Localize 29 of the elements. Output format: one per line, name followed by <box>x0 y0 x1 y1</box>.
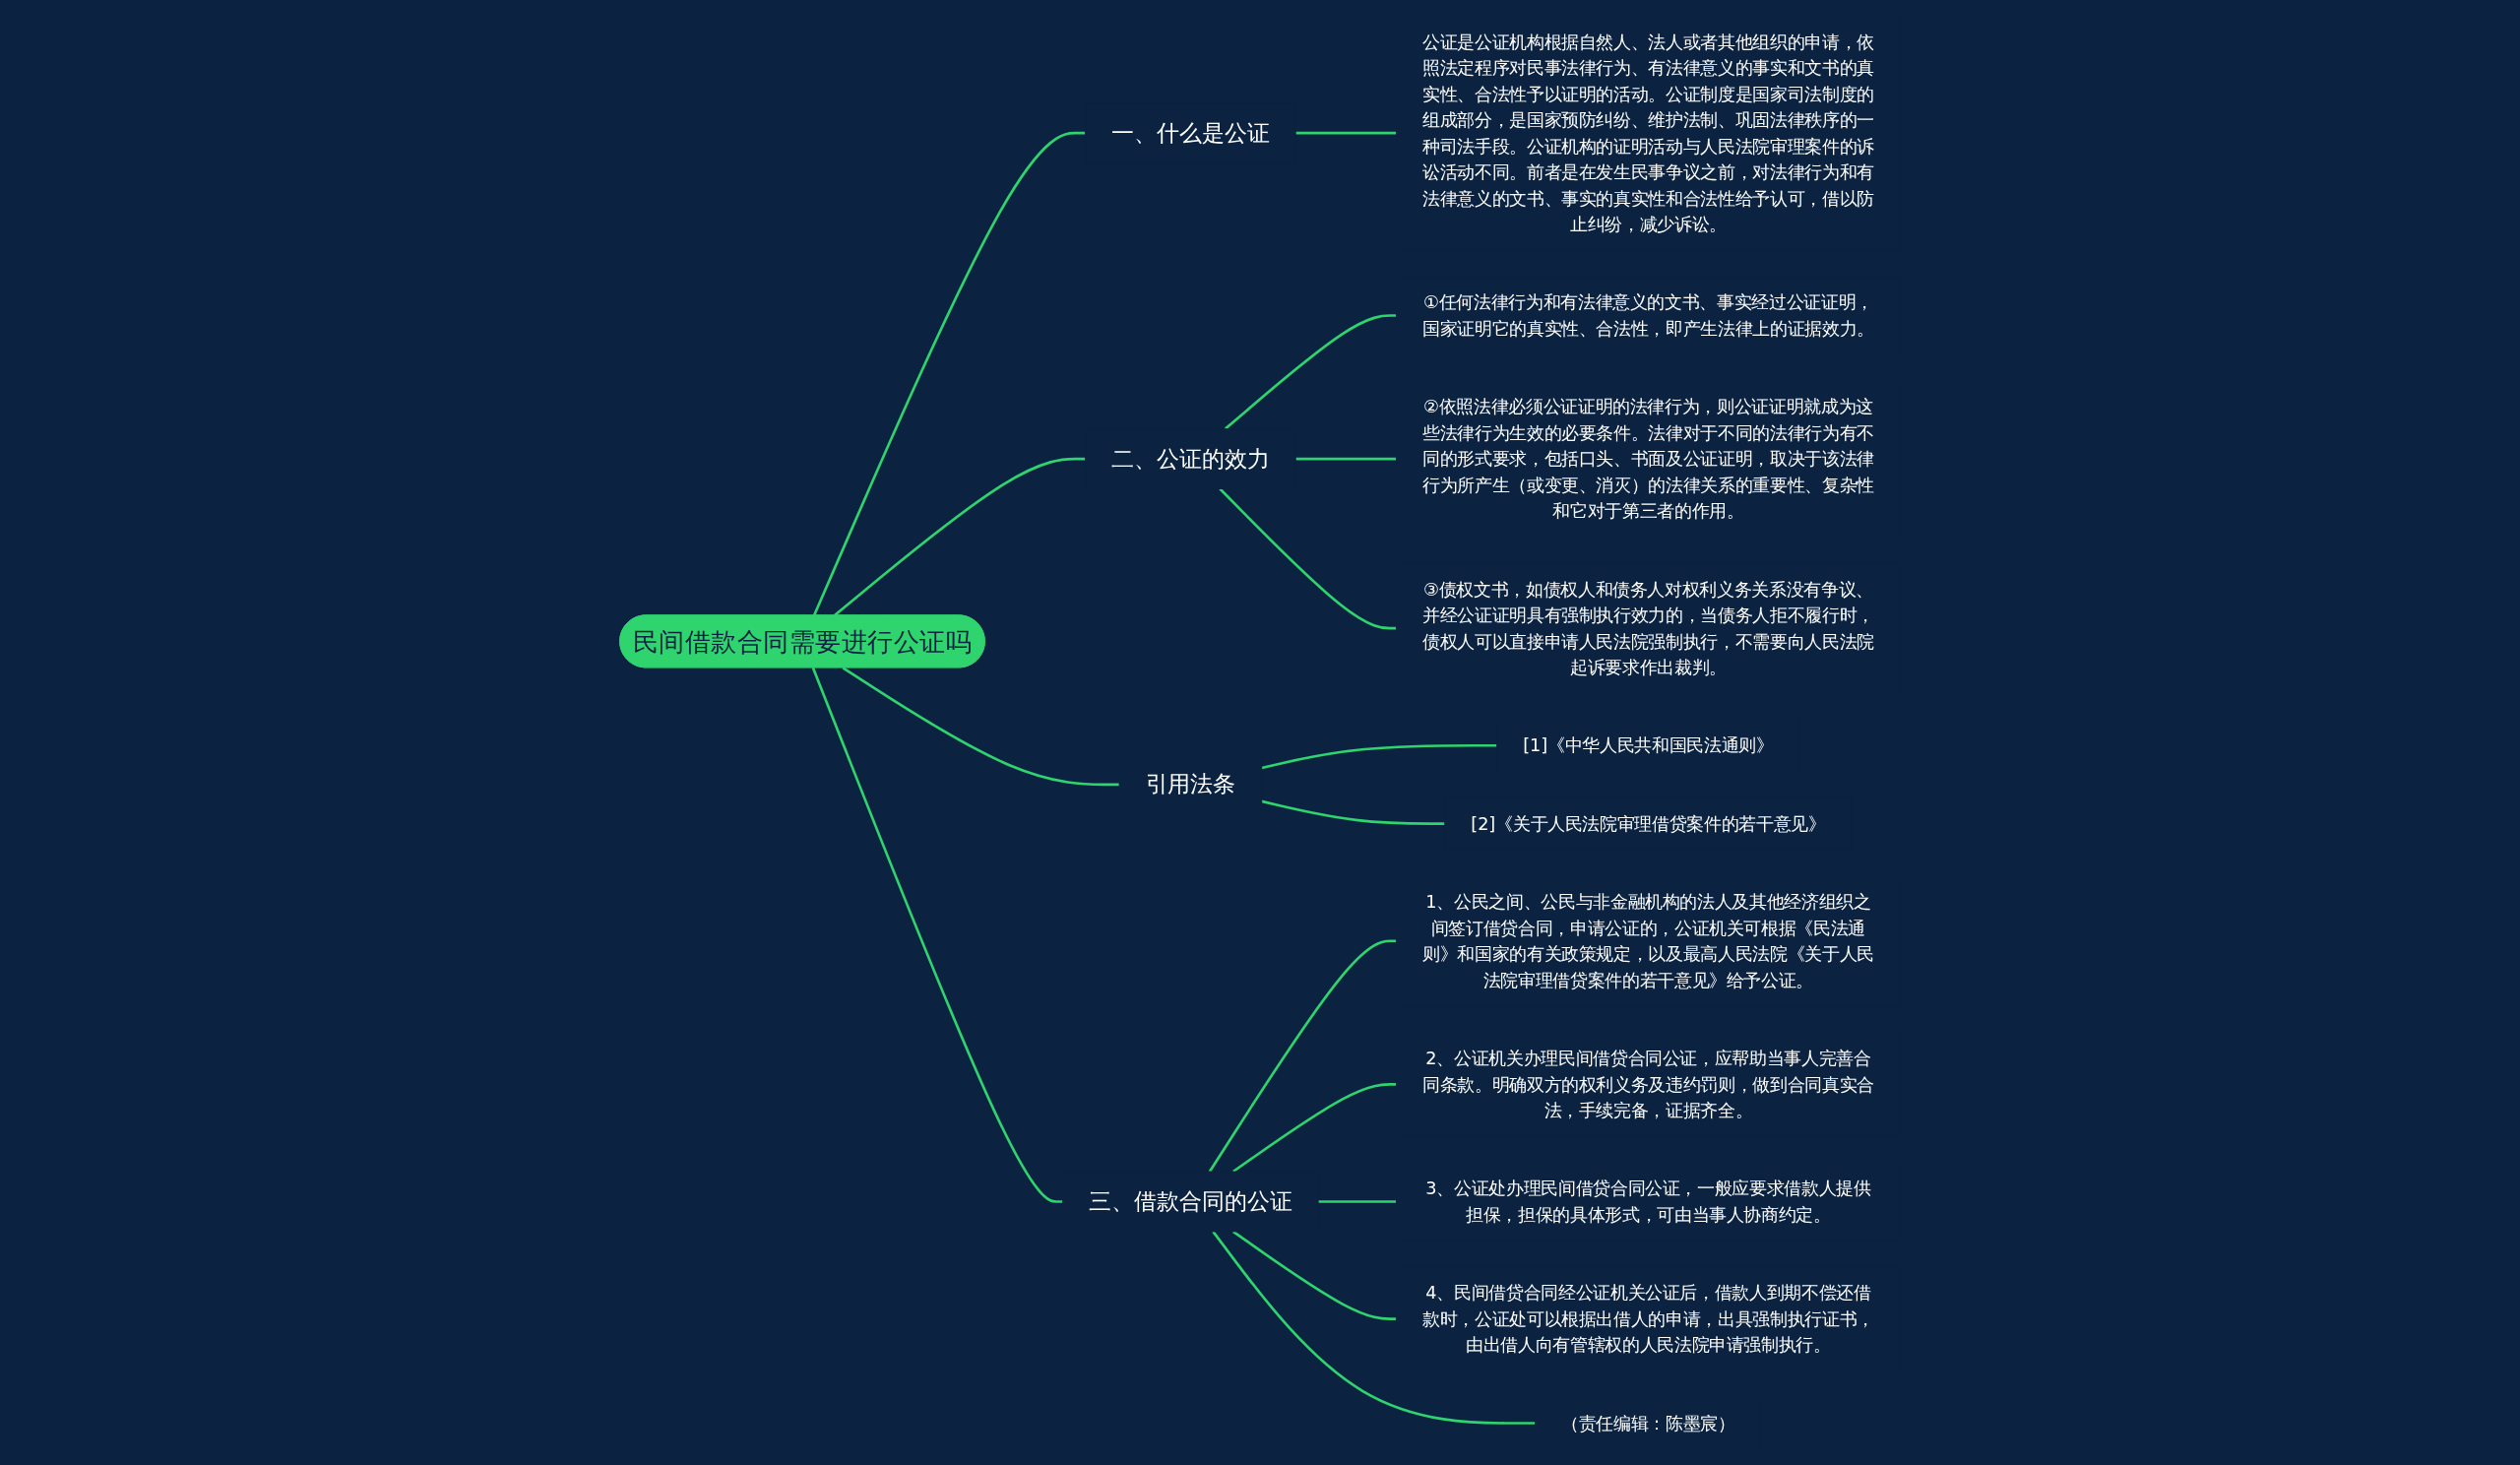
connector <box>811 667 1063 1203</box>
node-text: 3、公证处办理民间借贷合同公证，一般应要求借款人提供担保，担保的具体形式，可由当事人协商约定。 <box>1425 1178 1871 1226</box>
node-text: 2、公证机关办理民间借贷合同公证，应帮助当事人完善合同条款。明确双方的权利义务及违约罚则，做到合同真实合法，手续完备，证据齐全。 <box>1421 1048 1874 1121</box>
connector <box>1295 457 1397 461</box>
connector <box>1219 487 1397 630</box>
connector <box>812 131 1086 616</box>
connector <box>1295 131 1397 135</box>
node-text: 一、什么是公证 <box>1111 119 1270 146</box>
node-text: ①任何法律行为和有法律意义的文书、事实经过公证证明，国家证明它的真实性、合法性，即产生法律上的证据效力。 <box>1421 291 1874 340</box>
node-text: 1、公民之间、公民与非金融机构的法人及其他经济组织之间签订借贷合同，申请公证的，公证机关可根据《民法通则》和国家的有关政策规定，以及最高人民法院《关于人民法院审理借贷案件的若干意见》给予公证。 <box>1421 891 1874 991</box>
node-text: ②依照法律必须公证证明的法律行为，则公证证明就成为这些法律行为生效的必要条件。法律对于不同的法律行为有不同的形式要求，包括口头、书面及公证证明，取决于该法律行为所产生（或变更、消灭）的法律关系的重要性、复杂性和它对于第三者的作用。 <box>1421 396 1874 522</box>
connector <box>1261 799 1445 825</box>
node-text: 公证是公证机构根据自然人、法人或者其他组织的申请，依照法定程序对民事法律行为、有法律意义的事实和文书的真实性、合法性予以证明的活动。公证制度是国家司法制度的组成部分，是国家预防纠纷、维护法制、巩固法律秩序的一种司法手段。公证机构的证明活动与人民法院审理案件的诉讼活动不同。前者是在发生民事争议之前，对法律行为和有法律意义的文书、事实的真实性和合法性给予认可，借以防止纠纷，减少诉讼。 <box>1421 31 1874 235</box>
node-text: [2]《关于人民法院审理借贷案件的若干意见》 <box>1471 813 1826 835</box>
node-text: 引用法条 <box>1145 771 1236 797</box>
connector <box>1261 743 1497 770</box>
connector <box>1231 1230 1397 1320</box>
node-text: 4、民间借贷合同经公证机关公证后，借款人到期不偿还借款时，公证处可以根据出借人的申请，出具强制执行证书，由出借人向有管辖权的人民法院申请强制执行。 <box>1421 1282 1874 1356</box>
connector <box>1208 939 1397 1173</box>
connector <box>1224 314 1397 430</box>
connector <box>842 667 1120 787</box>
node-text: （责任编辑：陈墨宸） <box>1561 1412 1735 1434</box>
node-text: [1]《中华人民共和国民法通则》 <box>1523 734 1774 756</box>
node-text: ③债权文书，如债权人和债务人对权利义务关系没有争议、并经公证证明具有强制执行效力的，当债务人拒不履行时，债权人可以直接申请人民法院强制执行，不需要向人民法院起诉要求作出裁判。 <box>1421 578 1874 678</box>
connector <box>1231 1083 1397 1174</box>
node-text: 三、借款合同的公证 <box>1089 1187 1292 1215</box>
node-text: 二、公证的效力 <box>1111 445 1270 472</box>
connector <box>1318 1200 1397 1203</box>
connector <box>1212 1231 1536 1425</box>
